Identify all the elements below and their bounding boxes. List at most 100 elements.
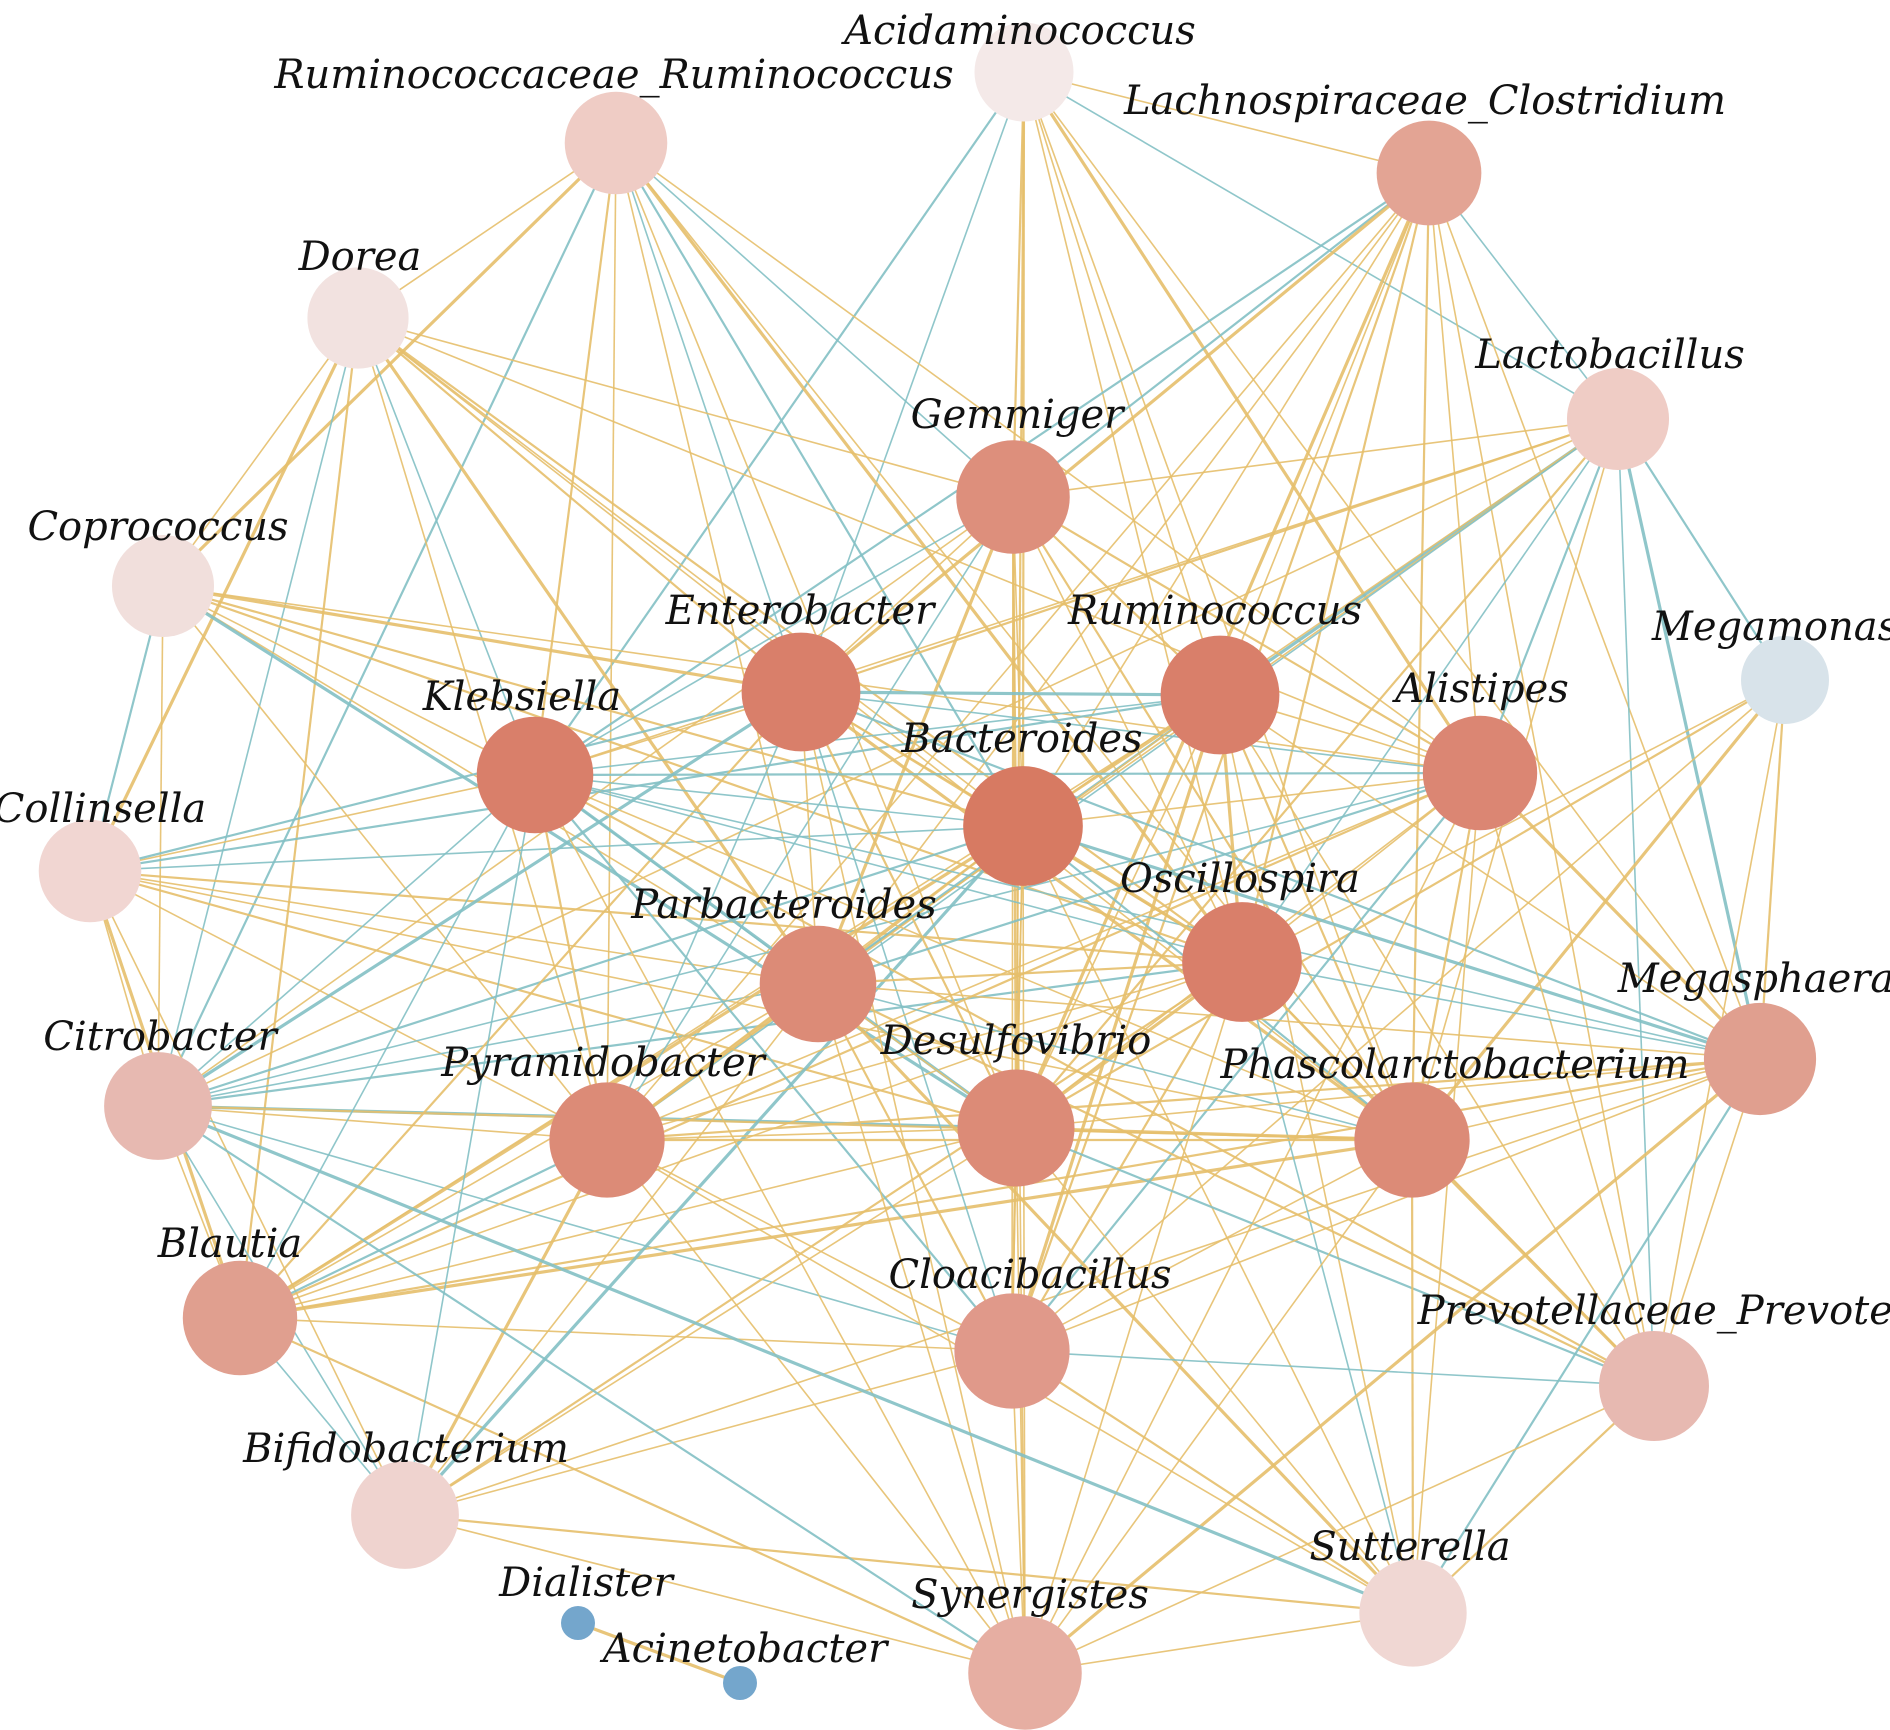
edge-blautia-phascolarctobacterium xyxy=(239,1138,1413,1320)
node-sutterella[interactable] xyxy=(1359,1559,1467,1667)
edge-citrobacter-klebsiella xyxy=(157,774,536,1107)
node-megamonas[interactable] xyxy=(1741,636,1829,724)
node-cloacibacillus[interactable] xyxy=(954,1293,1070,1409)
node-klebsiella[interactable] xyxy=(476,716,594,834)
node-blautia[interactable] xyxy=(182,1260,298,1376)
label-enterobacter: Enterobacter xyxy=(665,588,938,634)
label-acinetobacter: Acinetobacter xyxy=(599,1626,890,1672)
edge-acidaminococcus-gemmiger xyxy=(1011,71,1026,498)
edge-pyramidobacter-desulfovibrio xyxy=(606,1127,1017,1141)
edge-lachnospiraceae_clostridium-megasphaera xyxy=(1428,172,1761,1060)
edge-lachnospiraceae_clostridium-enterobacter xyxy=(799,171,1431,694)
node-ruminococcaceae-ruminococcus[interactable] xyxy=(564,91,668,195)
edge-blautia-pyramidobacter xyxy=(239,1139,608,1319)
node-dorea[interactable] xyxy=(307,267,409,369)
edge-coprococcus-citrobacter xyxy=(157,585,164,1107)
edge-megamonas-megasphaera xyxy=(1758,679,1787,1060)
edge-acidaminococcus-ruminococcus xyxy=(1023,71,1221,696)
edge-parbacteroides-phascolarctobacterium xyxy=(817,983,1413,1141)
edge-bifidobacterium-parbacteroides xyxy=(404,983,819,1516)
edge-phascolarctobacterium-synergistes xyxy=(1024,1139,1413,1674)
edge-ruminococcaceae_ruminococcus-parbacteroides xyxy=(615,142,819,985)
edge-dorea-parbacteroides xyxy=(356,317,820,985)
node-enterobacter[interactable] xyxy=(741,632,861,752)
node-acidaminococcus[interactable] xyxy=(974,22,1074,122)
edge-lactobacillus-gemmiger xyxy=(1012,418,1619,498)
label-phascolarctobacterium: Phascolarctobacterium xyxy=(1219,1042,1689,1088)
node-acinetobacter[interactable] xyxy=(723,1666,757,1700)
node-lachnospiraceae-clostridium[interactable] xyxy=(1376,120,1482,226)
node-gemmiger[interactable] xyxy=(956,440,1070,554)
node-desulfovibrio[interactable] xyxy=(957,1069,1075,1187)
edge-prevotellaceae_prevotella-sutterella xyxy=(1412,1385,1655,1614)
edge-dorea-klebsiella xyxy=(357,317,536,776)
edge-enterobacter-megasphaera xyxy=(800,690,1761,1061)
edge-acidaminococcus-enterobacter xyxy=(800,71,1025,693)
edge-ruminococcaceae_ruminococcus-bacteroides xyxy=(615,142,1024,827)
node-synergistes[interactable] xyxy=(968,1616,1082,1730)
node-oscillospira[interactable] xyxy=(1182,902,1302,1022)
edge-ruminococcaceae_ruminococcus-klebsiella xyxy=(533,142,618,776)
edge-blautia-bacteroides xyxy=(239,824,1024,1320)
edge-lachnospiraceae_clostridium-ruminococcus xyxy=(1219,172,1430,696)
label-parbacteroides: Parbacteroides xyxy=(630,882,937,928)
edge-ruminococcus-sutterella xyxy=(1219,694,1414,1614)
edge-megamonas-phascolarctobacterium xyxy=(1410,678,1787,1142)
node-alistipes[interactable] xyxy=(1422,715,1538,831)
edge-lactobacillus-citrobacter xyxy=(157,418,1619,1107)
edge-megasphaera-synergistes xyxy=(1023,1057,1762,1675)
node-coprococcus[interactable] xyxy=(111,534,215,638)
node-bacteroides[interactable] xyxy=(963,766,1083,886)
edge-alistipes-cloacibacillus xyxy=(1011,772,1481,1352)
edge-prevotellaceae_prevotella-synergistes xyxy=(1024,1385,1655,1674)
edge-gemmiger-phascolarctobacterium xyxy=(1012,496,1413,1141)
node-ruminococcus[interactable] xyxy=(1160,635,1280,755)
edge-ruminococcus-cloacibacillus xyxy=(1010,694,1222,1352)
edge-blautia-enterobacter xyxy=(239,691,802,1319)
label-sutterella: Sutterella xyxy=(1309,1524,1510,1570)
label-citrobacter: Citrobacter xyxy=(43,1014,279,1060)
edge-dorea-coprococcus xyxy=(162,317,359,587)
edge-ruminococcus-klebsiella xyxy=(534,694,1221,776)
node-collinsella[interactable] xyxy=(38,819,142,923)
edge-lactobacillus-oscillospira xyxy=(1241,418,1619,963)
edge-coprococcus-enterobacter xyxy=(162,584,802,694)
node-dialister[interactable] xyxy=(561,1606,595,1640)
edge-klebsiella-synergistes xyxy=(534,774,1026,1674)
edge-citrobacter-bacteroides xyxy=(157,824,1024,1108)
edge-collinsella-ruminococcus xyxy=(89,693,1221,873)
edge-alistipes-megasphaera xyxy=(1478,771,1762,1061)
edge-coprococcus-desulfovibrio xyxy=(162,584,1017,1130)
edge-bifidobacterium-desulfovibrio xyxy=(404,1127,1017,1516)
node-prevotellaceae-prevotella[interactable] xyxy=(1599,1331,1709,1441)
edge-parbacteroides-prevotellaceae_prevotella xyxy=(817,983,1655,1387)
edge-prevotellaceae_prevotella-cloacibacillus xyxy=(1011,1350,1655,1387)
edge-coprococcus-pyramidobacter xyxy=(162,585,608,1141)
edge-parbacteroides-cloacibacillus xyxy=(817,983,1013,1352)
label-cloacibacillus: Cloacibacillus xyxy=(888,1252,1171,1298)
node-phascolarctobacterium[interactable] xyxy=(1354,1082,1470,1198)
node-bifidobacterium[interactable] xyxy=(351,1461,459,1569)
edge-blautia-desulfovibrio xyxy=(239,1127,1017,1319)
node-citrobacter[interactable] xyxy=(104,1052,212,1160)
edge-lactobacillus-bacteroides xyxy=(1022,418,1619,827)
edge-gemmiger-pyramidobacter xyxy=(606,496,1014,1141)
edge-lactobacillus-megamonas xyxy=(1617,418,1786,681)
edge-megamonas-oscillospira xyxy=(1241,679,1786,963)
label-megamonas: Megamonas xyxy=(1651,604,1890,650)
edge-bacteroides-megasphaera xyxy=(1022,824,1761,1061)
edge-gemmiger-cloacibacillus xyxy=(1011,496,1014,1352)
edge-lactobacillus-megasphaera xyxy=(1616,418,1762,1060)
edge-citrobacter-cloacibacillus xyxy=(157,1105,1013,1352)
edge-dorea-citrobacter xyxy=(157,317,359,1107)
edge-gemmiger-klebsiella xyxy=(534,496,1014,776)
edge-collinsella-pyramidobacter xyxy=(89,870,608,1141)
node-parbacteroides[interactable] xyxy=(759,925,877,1043)
node-megasphaera[interactable] xyxy=(1703,1002,1817,1116)
edge-blautia-cloacibacillus xyxy=(239,1317,1013,1352)
node-pyramidobacter[interactable] xyxy=(549,1082,665,1198)
node-lactobacillus[interactable] xyxy=(1566,367,1670,471)
edge-parbacteroides-megasphaera xyxy=(817,983,1761,1060)
label-bacteroides: Bacteroides xyxy=(900,716,1142,762)
edge-collinsella-klebsiella xyxy=(89,774,536,872)
